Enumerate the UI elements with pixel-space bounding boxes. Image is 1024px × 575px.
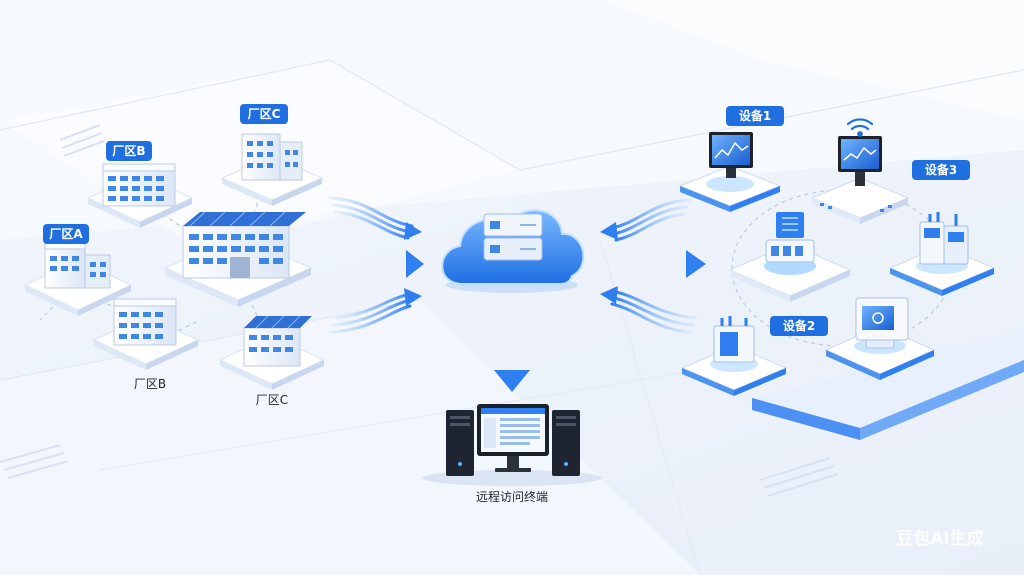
center-hub-device <box>728 212 852 302</box>
left-tower-icon <box>446 410 474 476</box>
factory-arrow-heads <box>404 222 424 306</box>
factory-b-upper-building <box>86 163 194 228</box>
workstation-device <box>824 297 936 380</box>
device-to-cloud-arrows <box>603 198 698 334</box>
cloud-to-terminal-arrow <box>494 328 530 392</box>
decorative-stripes <box>0 124 839 497</box>
factory-c-badge-label: 厂区C <box>248 107 281 121</box>
device-2 <box>680 316 788 396</box>
device-zone-platform <box>752 330 1024 440</box>
factory-a-badge: 厂区A <box>43 224 89 244</box>
factory-a-badge-label: 厂区A <box>49 227 83 241</box>
device-2-badge-label: 设备2 <box>783 318 815 333</box>
wireless-monitor-device <box>810 118 910 224</box>
terminal-label: 远程访问终端 <box>476 489 548 504</box>
monitor-icon <box>477 404 549 472</box>
device-1 <box>678 132 782 212</box>
device-arrow-heads <box>600 222 706 304</box>
factory-c-upper-building <box>220 133 324 206</box>
device-3 <box>888 212 996 296</box>
factory-to-cloud-arrows <box>328 196 414 334</box>
device-2-badge: 设备2 <box>770 316 828 336</box>
factory-a-building <box>23 242 133 316</box>
server-stack-icon <box>483 213 543 261</box>
main-factory-building <box>163 211 313 307</box>
wifi-icon <box>846 118 874 137</box>
factory-c-label: 厂区C <box>256 393 288 407</box>
device-1-badge-label: 设备1 <box>739 108 771 123</box>
right-tower-icon <box>552 410 580 476</box>
remote-terminal <box>422 404 602 486</box>
factory-c-lower-building <box>218 315 326 390</box>
watermark: 豆包AI生成 <box>896 528 983 549</box>
device-3-badge: 设备3 <box>912 160 970 180</box>
device-3-badge-label: 设备3 <box>925 162 957 177</box>
factory-b-badge-label: 厂区B <box>112 144 145 158</box>
factory-b-label: 厂区B <box>134 377 166 391</box>
device-1-badge: 设备1 <box>726 106 784 126</box>
cloud-server <box>441 209 585 293</box>
factory-c-badge: 厂区C <box>240 104 288 124</box>
factory-b-badge: 厂区B <box>106 141 152 161</box>
factory-b-lower-building <box>92 298 200 370</box>
